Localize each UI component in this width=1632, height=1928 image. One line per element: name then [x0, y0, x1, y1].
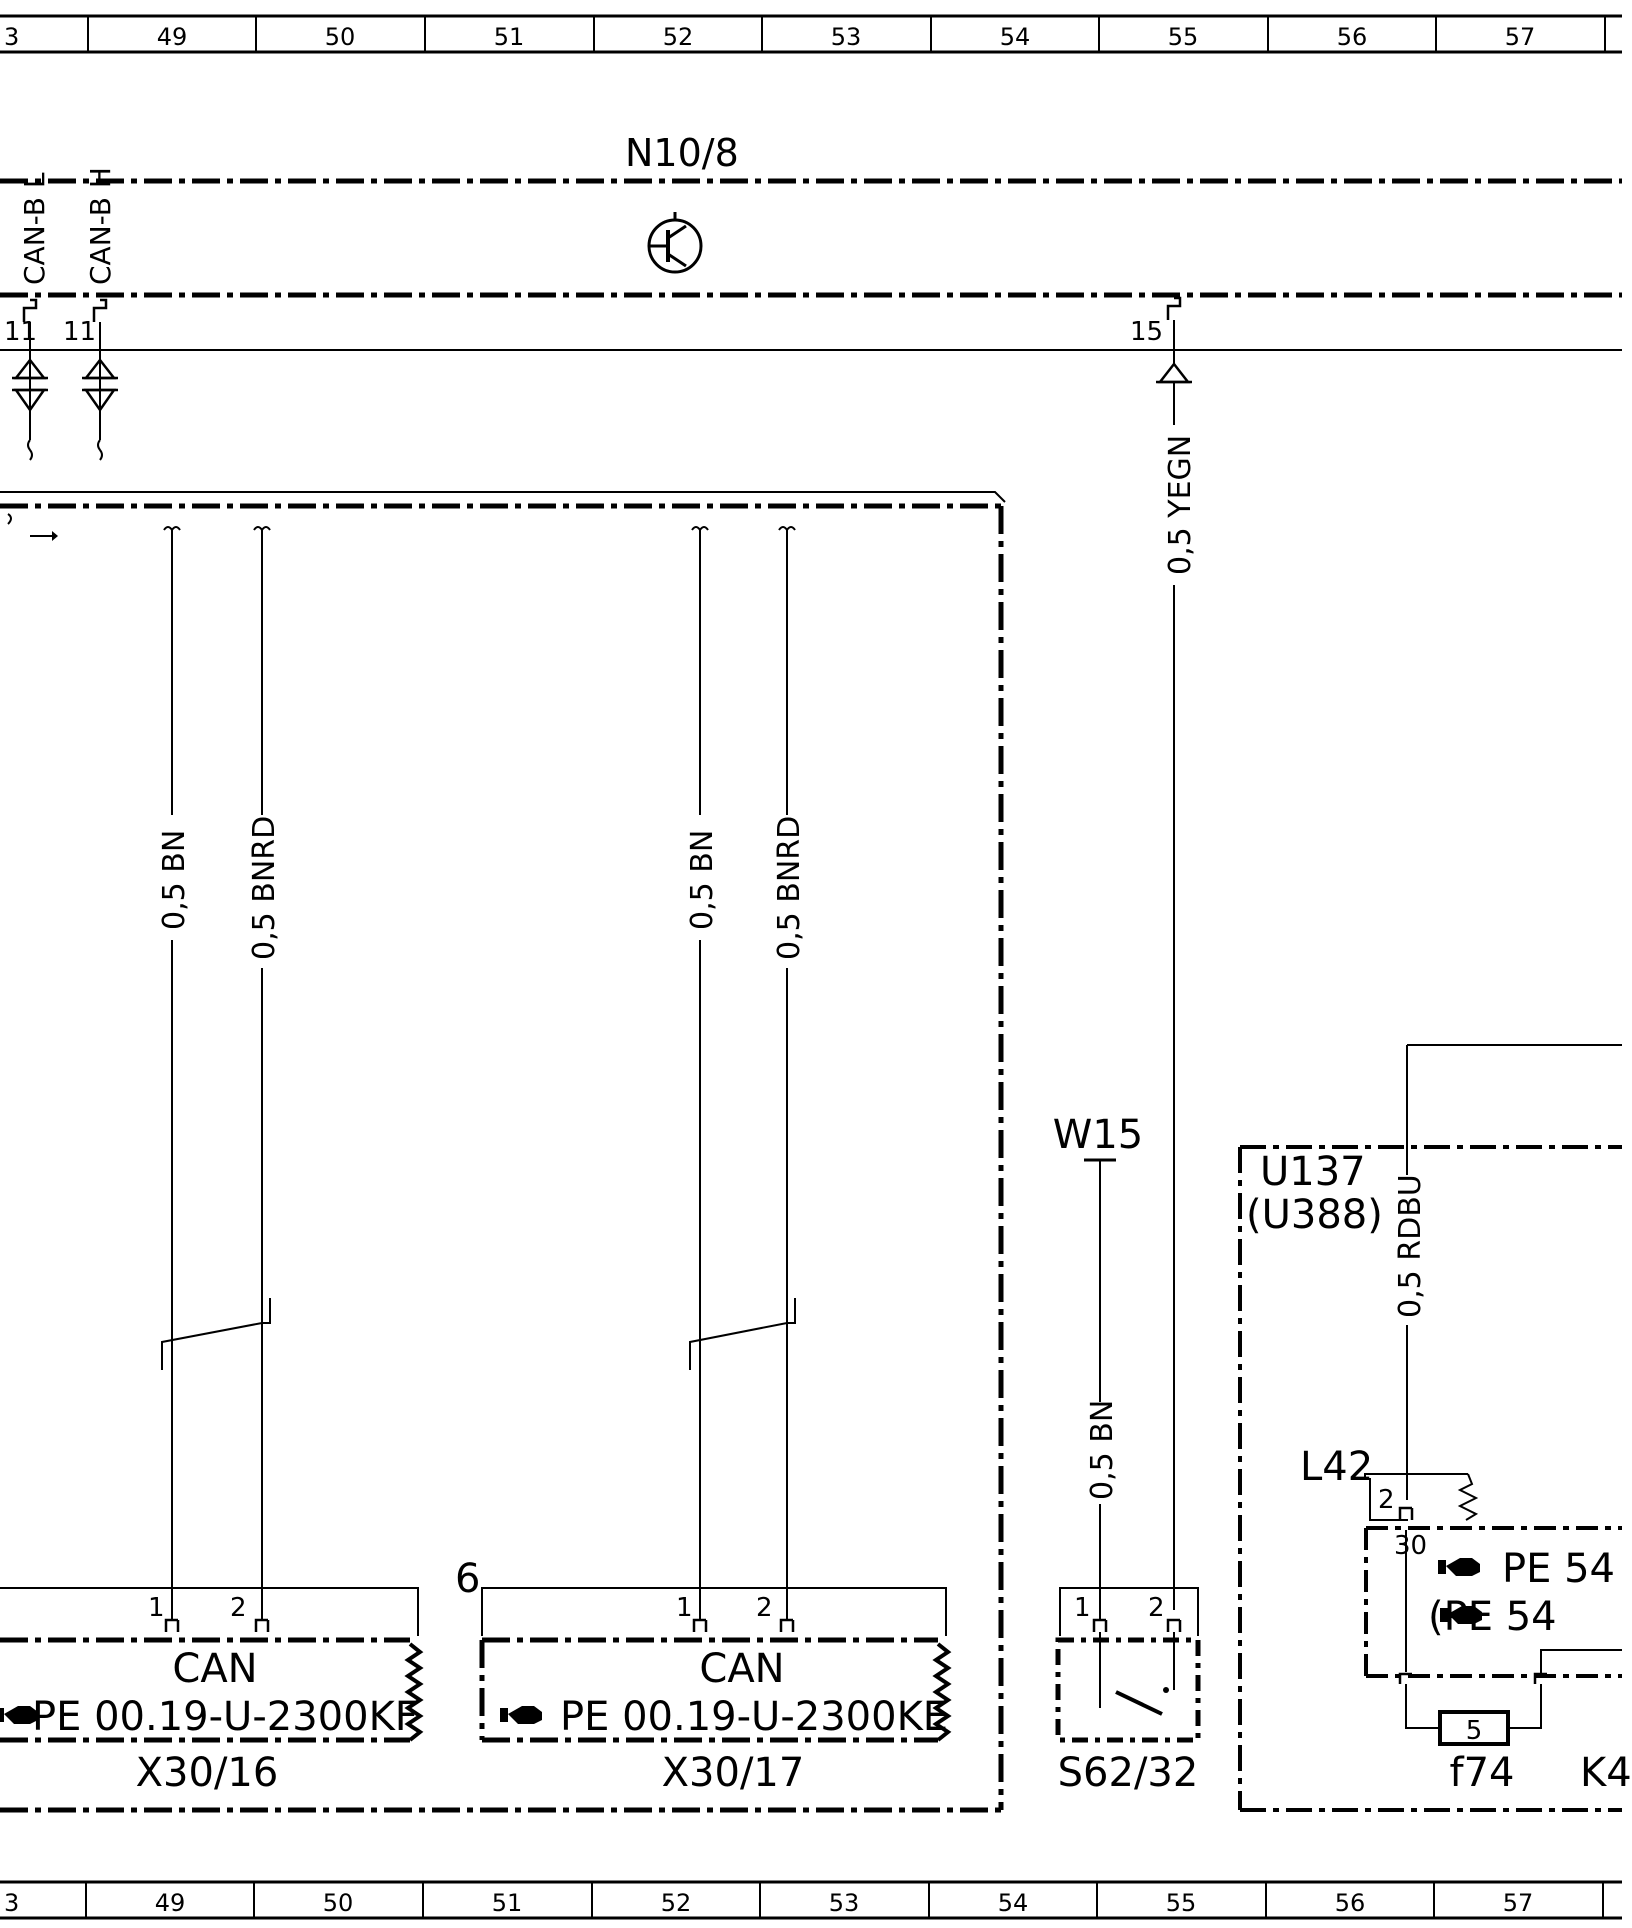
wire-label-yegn: 0,5 YEGN: [1163, 435, 1198, 575]
pin-number: 1: [1074, 1593, 1091, 1623]
x30-17-connector: 6 1 2 CAN PE 00.19-U-2300KE X30/17: [455, 1556, 952, 1796]
ruler-top-cell: 56: [1337, 23, 1368, 51]
ruler-top-cell: 52: [663, 23, 694, 51]
ruler-top-cell: 55: [1168, 23, 1199, 51]
terminal-number: 30: [1394, 1531, 1427, 1561]
can-b-connectors: 11 11: [4, 298, 118, 461]
module-label: N10/8: [625, 131, 739, 175]
wires-x30-17: 0,5 BN 0,5 BNRD: [685, 526, 807, 1620]
inductor-label: L42: [1300, 1444, 1373, 1490]
ruler-bottom-cell: 55: [1166, 1889, 1197, 1917]
ruler-top-cell: 50: [325, 23, 356, 51]
ruler-top-cell: 49: [157, 23, 188, 51]
ruler-bottom-cell: 57: [1503, 1889, 1534, 1917]
pin-number: 2: [230, 1593, 247, 1623]
pin-number: 2: [1378, 1485, 1395, 1515]
wire-label: 0,5 BNRD: [772, 816, 807, 960]
module-name: U137: [1260, 1149, 1366, 1195]
fuse-name: f74: [1450, 1750, 1515, 1796]
pe-reference: PE 00.19-U-2300KE: [560, 1694, 948, 1740]
ruler-bottom-cell: 56: [1335, 1889, 1366, 1917]
pin-number: 15: [1130, 317, 1163, 347]
relay-name: K4: [1580, 1750, 1632, 1796]
ground-label: W15: [1053, 1112, 1143, 1158]
wire-label: 0,5 BNRD: [247, 816, 282, 960]
left-container: [0, 491, 1006, 1813]
ruler-top-cell: 53: [831, 23, 862, 51]
wires-x30-16: 0,5 BN 0,5 BNRD: [157, 526, 282, 1620]
u137-module: U137 (U388) 0,5 RDBU L42 2 30 PE 54 (PE …: [1238, 1044, 1632, 1812]
ruler-bottom-cell: 53: [829, 1889, 860, 1917]
x30-16-connector: 1 2 CAN PE 00.19-U-2300KF X30/16: [0, 1587, 424, 1796]
ruler-top-cell: 3: [4, 23, 19, 51]
pin-number: 2: [756, 1593, 773, 1623]
ruler-top-cell: 51: [494, 23, 525, 51]
transistor-icon: [647, 212, 703, 274]
reference-hand-icon: [1438, 1558, 1480, 1576]
wire-label: 0,5 BN: [157, 830, 192, 930]
connector-name: X30/16: [136, 1750, 279, 1796]
pe-reference: PE 00.19-U-2300KF: [32, 1694, 418, 1740]
pin-number: 11: [63, 317, 96, 347]
module-n10-8: N10/8 CAN-B L CAN-B H: [0, 131, 1622, 298]
ruler-bottom-cell: 51: [492, 1889, 523, 1917]
can-b-low-label: CAN-B L: [18, 172, 51, 285]
pin-number: 1: [148, 1593, 165, 1623]
ruler-top-cell: 54: [1000, 23, 1031, 51]
pin-number: 11: [4, 317, 37, 347]
ruler-bottom-cell: 50: [323, 1889, 354, 1917]
connector-name: X30/17: [662, 1750, 805, 1796]
pe-reference: PE 54: [1502, 1546, 1615, 1592]
bottom-ruler: 3 49 50 51 52 53 54 55 56 57: [0, 1880, 1622, 1920]
ruler-bottom-cell: 49: [155, 1889, 186, 1917]
ruler-bottom-cell: 52: [661, 1889, 692, 1917]
switch-name: S62/32: [1058, 1750, 1199, 1796]
s62-32-switch: W15 0,5 BN 1 2 S62/32: [1053, 1112, 1201, 1796]
pin-number: 2: [1148, 1593, 1165, 1623]
top-ruler: 3 49 50 51 52 53 54 55 56 57: [0, 14, 1622, 54]
connector-type: CAN: [172, 1646, 257, 1692]
wire-label: 0,5 BN: [1085, 1400, 1120, 1500]
ruler-bottom-cell: 3: [4, 1889, 19, 1917]
wire-label: 0,5 BN: [685, 830, 720, 930]
module-alt: (U388): [1246, 1192, 1383, 1238]
ruler-bottom-cell: 54: [998, 1889, 1029, 1917]
connector-type: CAN: [699, 1646, 784, 1692]
pin-15-connector: 15 0,5 YEGN: [1130, 296, 1198, 1610]
wire-label: 0,5 RDBU: [1393, 1174, 1428, 1318]
pe-reference: (PE 54: [1428, 1594, 1557, 1640]
reference-hand-icon: [500, 1706, 542, 1724]
can-b-high-label: CAN-B H: [84, 167, 117, 285]
fuse-value: 5: [1466, 1716, 1483, 1746]
ruler-top-cell: 57: [1505, 23, 1536, 51]
connector-number: 6: [455, 1556, 480, 1602]
pin-number: 1: [676, 1593, 693, 1623]
